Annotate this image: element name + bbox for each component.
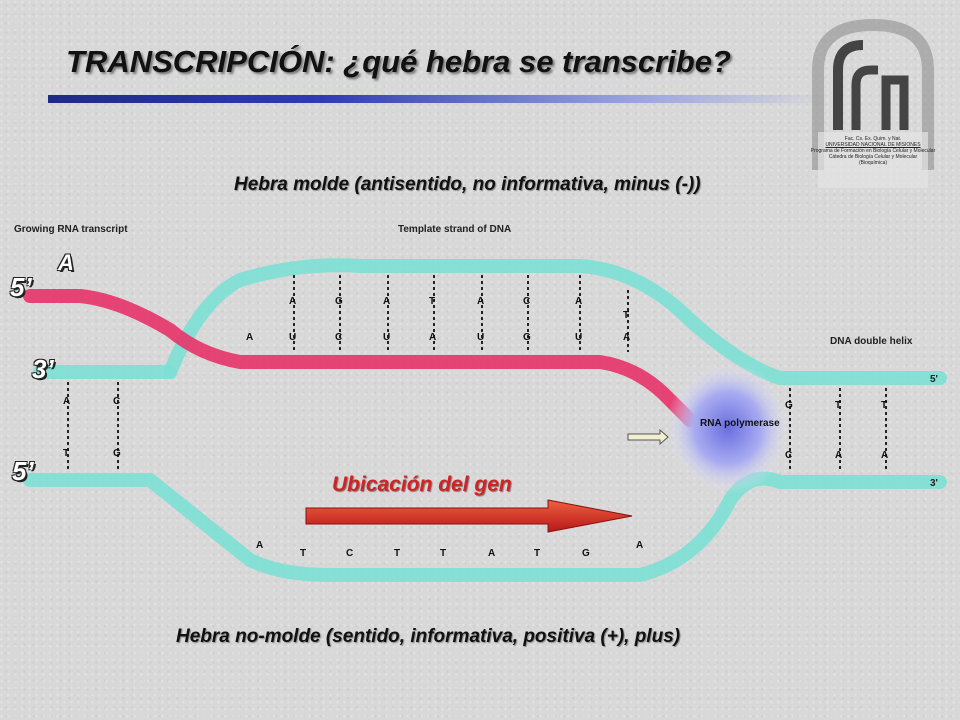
coding-base: T (440, 548, 446, 559)
template-base: C (523, 296, 530, 307)
right-duplex-rungs (789, 388, 887, 472)
right-top-base: G (785, 400, 793, 411)
template-base: G (335, 296, 343, 307)
rna-base: A (429, 332, 436, 343)
logo-line: Fac. Cs. Ex. Quim. y Nat. (844, 136, 902, 142)
coding-base: A (636, 540, 643, 551)
gene-location-arrow (305, 499, 633, 533)
template-base: A (289, 296, 296, 307)
right-bottom-base: A (835, 450, 842, 461)
right-bottom-base: A (881, 450, 888, 461)
rna-base: U (477, 332, 484, 343)
university-logo-icon (812, 18, 934, 188)
template-base: A (575, 296, 582, 307)
rna-base: U (383, 332, 390, 343)
coding-base: A (256, 540, 263, 551)
rna-5-prime-label: 5’ (10, 272, 32, 302)
logo-line: (Bioquímica) (858, 160, 888, 166)
coding-base: G (582, 548, 590, 559)
growing-rna-label: Growing RNA transcript (14, 224, 128, 235)
logo-caption: Fac. Cs. Ex. Quim. y Nat. UNIVERSIDAD NA… (808, 136, 938, 166)
rna-first-base-label: A (58, 250, 74, 275)
right-top-base: T (835, 400, 841, 411)
template-strand-caption: Hebra molde (antisentido, no informativa… (234, 174, 701, 195)
page-title: TRANSCRIPCIÓN: ¿qué hebra se transcribe? (66, 44, 731, 79)
left-duplex-rungs (67, 382, 119, 470)
template-bases: A G A T A C A T (289, 296, 629, 321)
right-duplex-bases: G T T C A A (785, 400, 888, 461)
rna-base: C (335, 332, 342, 343)
title-underline (48, 95, 828, 103)
rna-base: A (246, 332, 253, 343)
rna-bases: A U C U A U G U A (246, 332, 630, 343)
left-bottom-base: T (63, 448, 69, 459)
template-base: A (383, 296, 390, 307)
left-top-base: A (63, 396, 70, 407)
coding-base: T (534, 548, 540, 559)
template-rungs (293, 275, 629, 352)
polymerase-label: RNA polymerase (700, 418, 780, 429)
rna-transcript-backbone (23, 289, 697, 427)
logo-line: UNIVERSIDAD NACIONAL DE MISIONES (825, 142, 921, 148)
template-base: A (477, 296, 484, 307)
small-arrow-icon (627, 428, 669, 446)
right-top-base: T (881, 400, 887, 411)
rna-base: U (575, 332, 582, 343)
left-duplex-bases: A C T G (63, 396, 121, 459)
logo-line: Cátedra de Biología Celular y Molecular (828, 154, 918, 160)
three-prime-label: 3’ (32, 354, 54, 384)
rna-polymerase-icon (666, 362, 790, 494)
template-strand-backbone (163, 258, 947, 385)
right-end-3-label: 3' (930, 478, 938, 489)
right-bottom-base: C (785, 450, 792, 461)
double-helix-label: DNA double helix (830, 336, 913, 347)
logo-line: Programa de Formación en Biología Celula… (810, 148, 936, 154)
rna-base: A (623, 332, 630, 343)
coding-base: C (346, 548, 353, 559)
template-base: T (623, 310, 629, 321)
right-end-5-label: 5' (930, 374, 938, 385)
left-top-base: C (113, 396, 120, 407)
lower-5-prime-label: 5’ (12, 456, 34, 486)
template-strand-label: Template strand of DNA (398, 224, 511, 235)
template-base: T (429, 296, 435, 307)
coding-base: T (300, 548, 306, 559)
coding-bases: A T C T T A T G A (256, 540, 643, 559)
coding-strand-caption: Hebra no-molde (sentido, informativa, po… (176, 626, 681, 647)
gene-location-label: Ubicación del gen (332, 473, 512, 496)
left-bottom-base: G (113, 448, 121, 459)
coding-base: A (488, 548, 495, 559)
rna-base: G (523, 332, 531, 343)
rna-base: U (289, 332, 296, 343)
coding-base: T (394, 548, 400, 559)
